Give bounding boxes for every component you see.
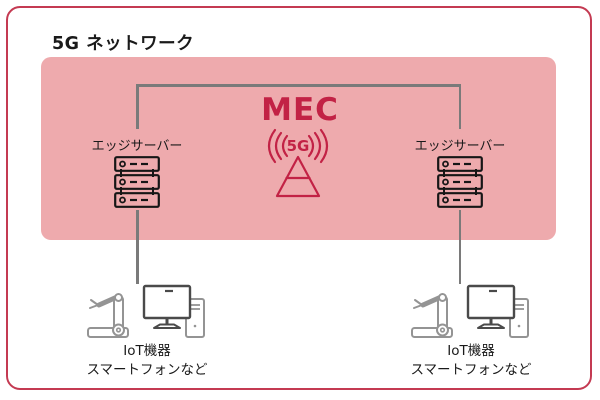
diagram-title: 5G ネットワーク bbox=[52, 34, 195, 54]
rack-server-icon-right bbox=[437, 156, 483, 208]
bracket-right-line bbox=[458, 84, 461, 129]
connector-right-line bbox=[458, 210, 461, 284]
antenna-5g-icon: 5G bbox=[267, 128, 329, 198]
bracket-horizontal-line bbox=[136, 84, 461, 87]
robot-arm-icon bbox=[87, 293, 129, 338]
5g-network-zone bbox=[41, 57, 556, 240]
monitor-icon bbox=[142, 284, 192, 329]
iot-label-line1: IoT機器 bbox=[123, 343, 171, 359]
edge-server-label-left: エッジサーバー bbox=[91, 139, 183, 154]
iot-devices-label-right: IoT機器 スマートフォンなど bbox=[351, 342, 591, 380]
iot-label-line1: IoT機器 bbox=[447, 343, 495, 359]
connector-left-line bbox=[136, 210, 139, 284]
iot-label-line2: スマートフォンなど bbox=[410, 362, 532, 378]
iot-label-line2: スマートフォンなど bbox=[86, 362, 208, 378]
monitor-icon bbox=[466, 284, 516, 329]
edge-server-label-right: エッジサーバー bbox=[414, 139, 506, 154]
bracket-left-line bbox=[136, 84, 139, 129]
antenna-5g-text: 5G bbox=[287, 137, 310, 155]
rack-server-icon-left bbox=[114, 156, 160, 208]
iot-devices-label-left: IoT機器 スマートフォンなど bbox=[27, 342, 267, 380]
robot-arm-icon bbox=[411, 293, 453, 338]
mec-label: MEC bbox=[261, 92, 339, 128]
iot-devices-icon-right bbox=[411, 284, 529, 338]
iot-devices-icon-left bbox=[87, 284, 205, 338]
